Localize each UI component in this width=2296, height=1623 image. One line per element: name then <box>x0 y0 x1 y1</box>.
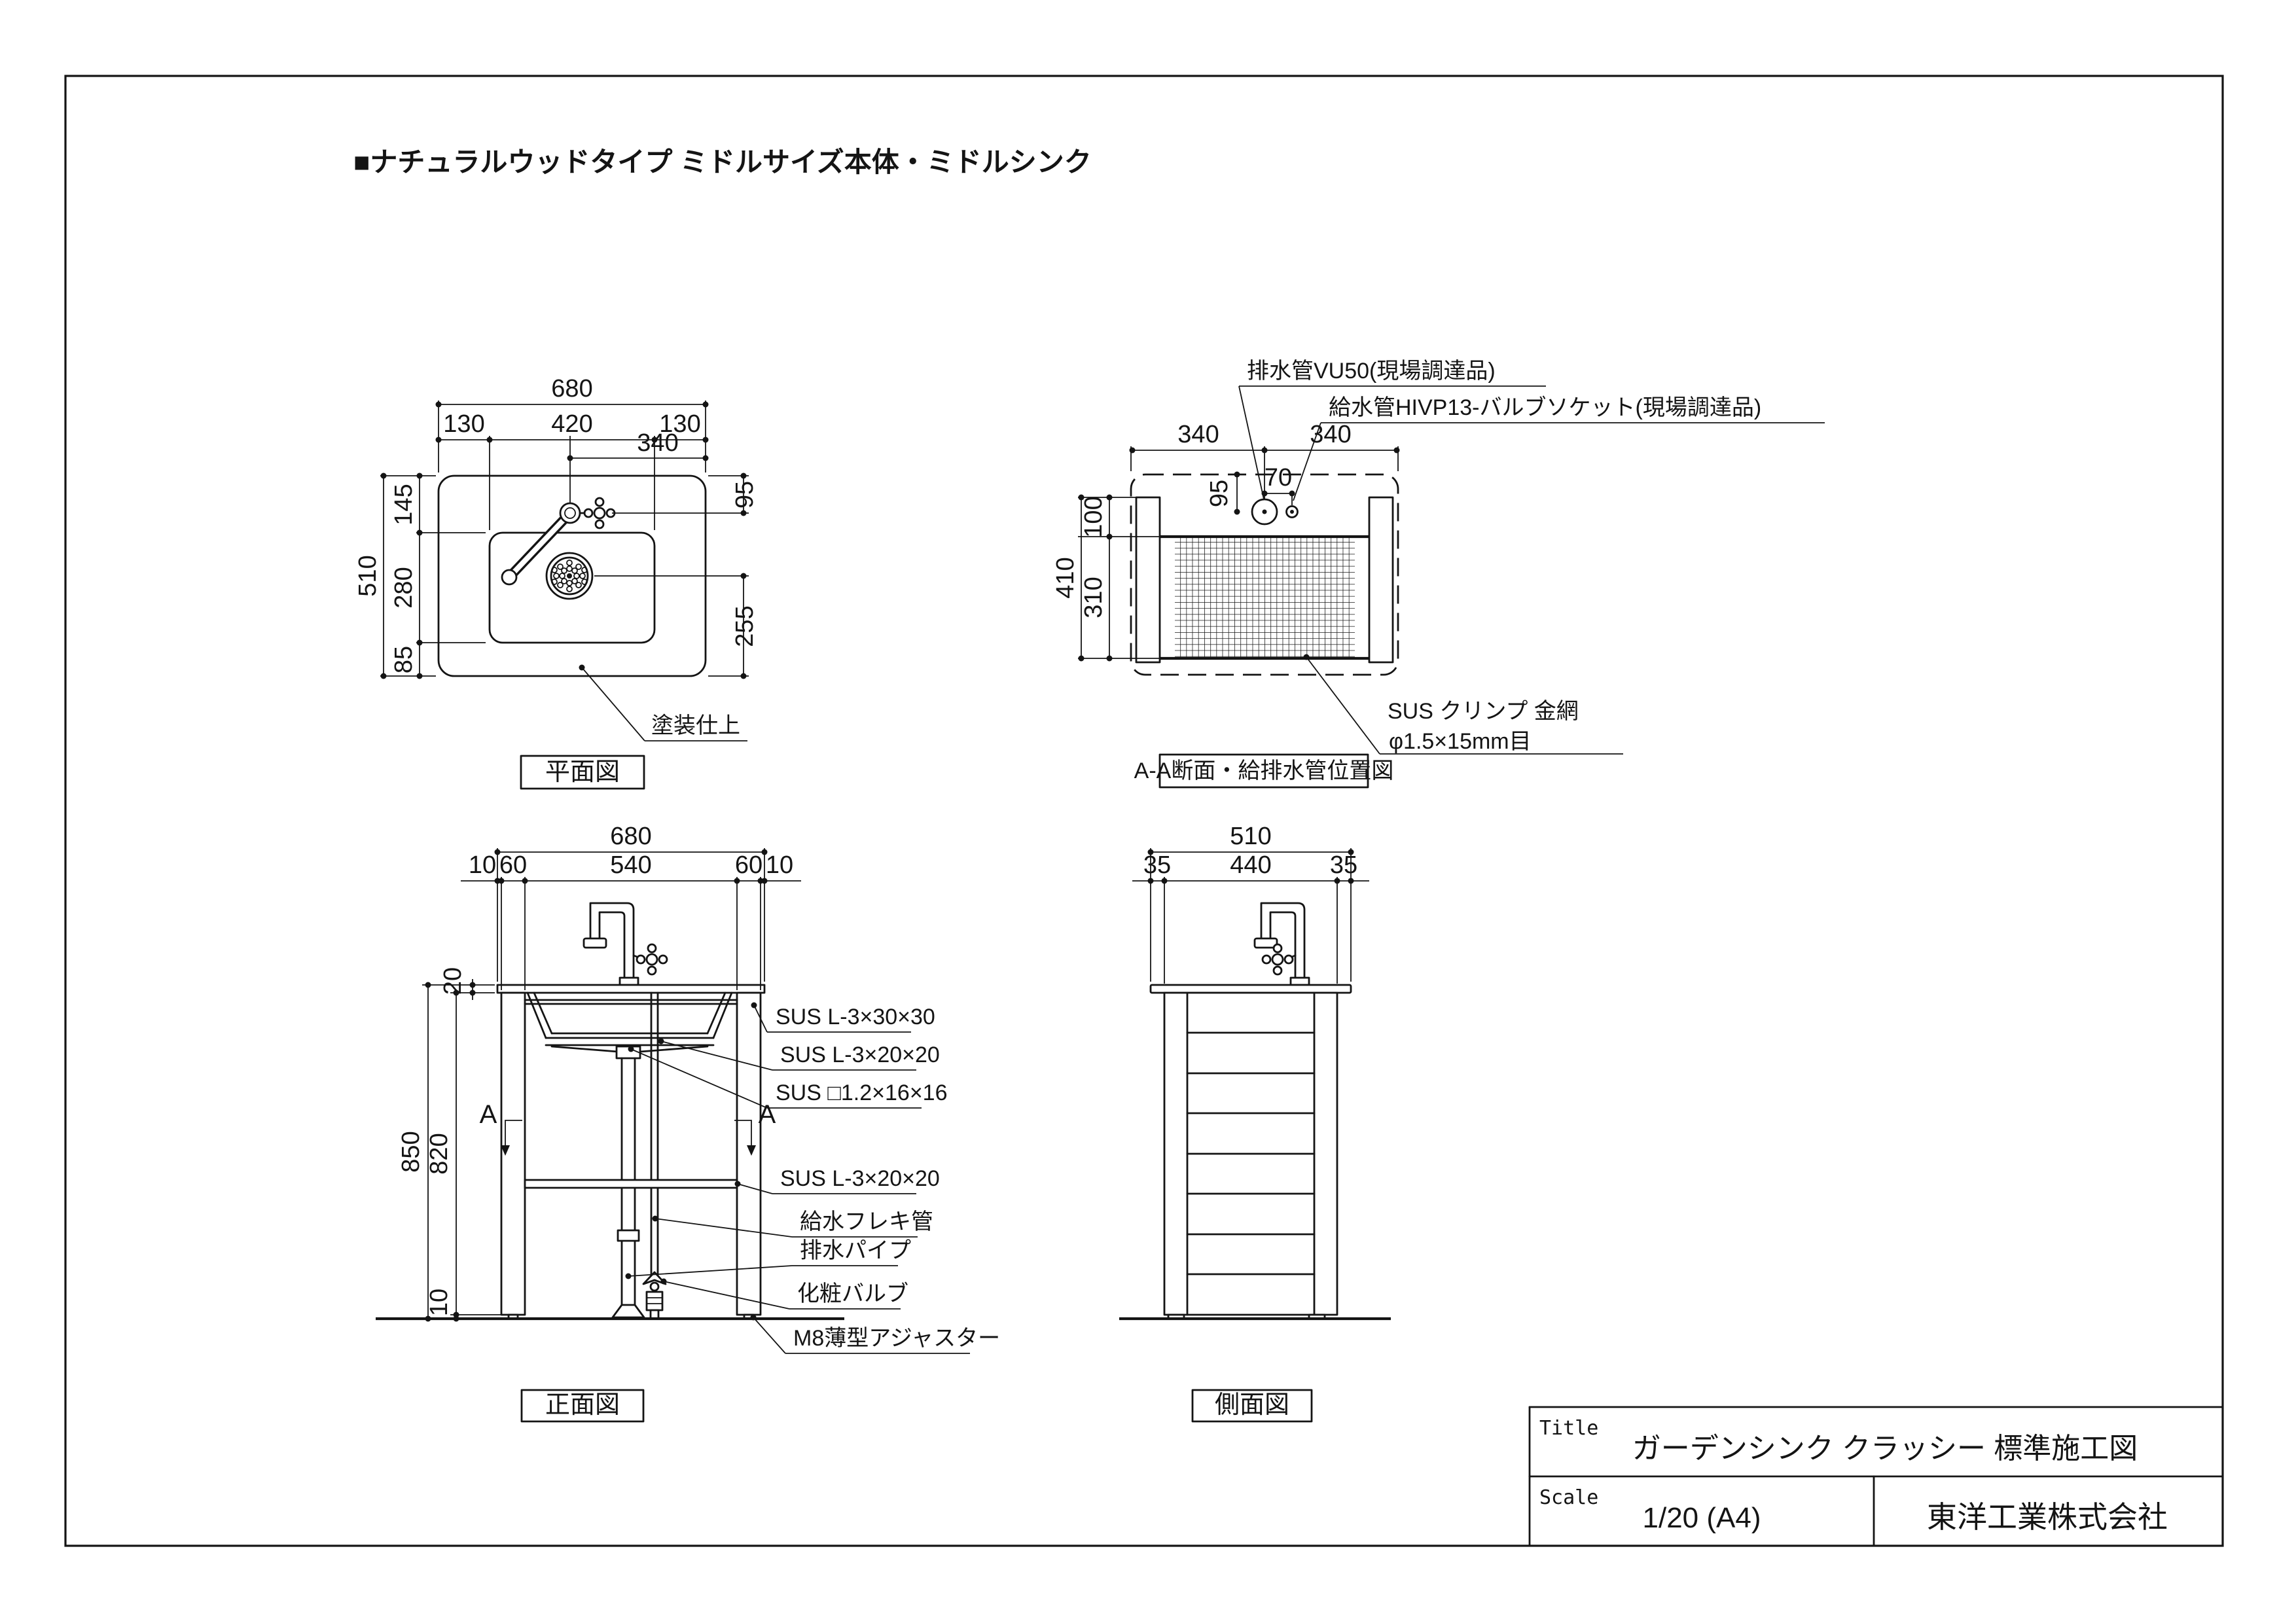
section-caption: A-A断面・給排水管位置図 <box>1134 753 1394 789</box>
front-view: A A <box>376 823 1000 1423</box>
front-caption: 正面図 <box>520 1389 645 1423</box>
front-dim-680: 680 <box>610 823 651 850</box>
section-caption-text: A-A断面・給排水管位置図 <box>1134 758 1394 783</box>
plan-dim-130-right: 130 <box>659 410 700 438</box>
front-dim-60-right: 60 <box>735 851 762 879</box>
plan-dimensions: 680 130 420 130 340 510 145 280 85 95 25… <box>354 375 759 679</box>
section-dim-340-left: 340 <box>1177 421 1219 448</box>
section-dim-70: 70 <box>1265 464 1292 491</box>
side-caption: 側面図 <box>1191 1389 1313 1423</box>
front-label-rail-sink: SUS L-3×20×20 <box>780 1043 940 1067</box>
front-faucet <box>583 902 668 986</box>
plan-dim-95: 95 <box>731 481 759 508</box>
side-faucet-handle <box>1261 943 1294 976</box>
page-heading: ■ナチュラルウッドタイプ ミドルサイズ本体・ミドルシンク <box>353 147 1092 177</box>
plan-finish-label: 塗装仕上 <box>651 713 740 738</box>
plan-dim-130-left: 130 <box>443 410 484 438</box>
plan-faucet-handle <box>583 497 616 529</box>
plan-dim-280: 280 <box>390 567 418 608</box>
section-post-right <box>1368 496 1394 664</box>
section-dim-100: 100 <box>1080 496 1107 537</box>
front-dim-850: 850 <box>397 1131 425 1172</box>
section-supply-label: 給水管HIVP13-バルブソケット(現場調達品) <box>1329 395 1761 420</box>
front-structure: A A <box>376 902 844 1321</box>
side-slats <box>1186 1031 1316 1275</box>
front-label-rail-top: SUS L-3×30×30 <box>776 1005 935 1029</box>
company-name: 東洋工業株式会社 <box>1927 1500 2168 1534</box>
page-border <box>64 75 2224 1547</box>
scale-value: 1/20 (A4) <box>1643 1502 1761 1534</box>
section-dim-95: 95 <box>1206 480 1233 507</box>
front-section-mark-right: A <box>759 1100 776 1129</box>
plan-dim-510: 510 <box>354 555 382 596</box>
side-dimensions: 510 35 440 35 <box>1132 823 1369 984</box>
front-dim-60-left: 60 <box>499 851 527 879</box>
title-block: Title ガーデンシンク クラッシー 標準施工図 Scale 1/20 (A4… <box>1528 1406 2224 1547</box>
front-dimensions: 680 10 60 540 60 10 20 850 820 10 <box>397 823 801 1322</box>
front-dim-540: 540 <box>610 851 651 879</box>
front-dim-10-right: 10 <box>766 851 793 879</box>
side-caption-text: 側面図 <box>1215 1391 1289 1419</box>
title-value: ガーデンシンク クラッシー 標準施工図 <box>1632 1433 2138 1465</box>
plan-caption-text: 平面図 <box>545 758 620 786</box>
plan-dim-680: 680 <box>551 375 592 402</box>
front-section-mark-left: A <box>480 1100 497 1129</box>
section-callouts: 排水管VU50(現場調達品) 給水管HIVP13-バルブソケット(現場調達品) … <box>1238 359 1825 755</box>
front-shelf-rail <box>524 1179 738 1189</box>
front-callouts: SUS L-3×30×30 SUS L-3×20×20 SUS □1.2×16×… <box>625 1002 1000 1354</box>
front-supply-pipe <box>650 991 659 1279</box>
title-label: Title <box>1539 1417 1598 1440</box>
plan-dim-340: 340 <box>637 429 678 457</box>
side-view: 510 35 440 35 側面図 <box>1119 823 1391 1423</box>
side-dim-440: 440 <box>1230 851 1271 879</box>
side-structure <box>1119 902 1391 1321</box>
plan-dim-255: 255 <box>731 605 759 647</box>
front-label-valve: 化粧バルブ <box>797 1281 908 1306</box>
section-dimensions: 340 340 95 70 410 100 310 <box>1052 421 1400 662</box>
plan-view: 680 130 420 130 340 510 145 280 85 95 25… <box>354 375 759 790</box>
front-label-tube: SUS □1.2×16×16 <box>776 1080 948 1105</box>
section-structure <box>1130 473 1399 676</box>
front-dim-820: 820 <box>425 1133 453 1174</box>
section-drain-label: 排水管VU50(現場調達品) <box>1247 359 1496 383</box>
front-dim-20: 20 <box>439 967 467 995</box>
front-label-adjuster: M8薄型アジャスター <box>793 1326 1000 1351</box>
front-section-marks: A A <box>480 1100 776 1156</box>
plan-dim-85: 85 <box>390 646 418 673</box>
side-dim-35-front: 35 <box>1143 851 1171 879</box>
scale-label: Scale <box>1539 1486 1598 1509</box>
front-label-supply-flex: 給水フレキ管 <box>800 1209 933 1234</box>
side-faucet <box>1253 902 1310 986</box>
front-leg-right <box>736 991 762 1316</box>
section-dim-310: 310 <box>1080 577 1107 618</box>
front-dim-10-left: 10 <box>469 851 496 879</box>
side-dim-510: 510 <box>1230 823 1271 850</box>
front-label-rail-shelf: SUS L-3×20×20 <box>780 1166 940 1191</box>
plan-finish-callout: 塗装仕上 <box>579 664 747 741</box>
front-top-rail <box>524 999 738 1005</box>
plan-structure <box>437 474 707 677</box>
plan-dim-420: 420 <box>551 410 592 438</box>
front-counter-slab <box>496 984 766 994</box>
section-post-left <box>1135 496 1161 664</box>
section-supply-hole <box>1285 505 1299 518</box>
section-view: 340 340 95 70 410 100 310 排水管VU50(現場調達品)… <box>1052 359 1825 789</box>
section-mesh-label-2: φ1.5×15mm目 <box>1389 729 1532 754</box>
plan-dim-145: 145 <box>390 484 418 525</box>
section-mesh-label-1: SUS クリンプ 金網 <box>1388 699 1579 724</box>
plan-drain-strainer <box>545 552 594 600</box>
side-counter-slab <box>1149 984 1352 994</box>
side-dim-35-back: 35 <box>1330 851 1357 879</box>
section-mesh <box>1175 538 1355 657</box>
section-dim-410: 410 <box>1052 557 1079 598</box>
front-dim-10-adjuster: 10 <box>425 1289 453 1316</box>
front-caption-text: 正面図 <box>545 1391 620 1419</box>
section-drain-hole <box>1251 498 1278 526</box>
front-faucet-handle <box>636 943 668 976</box>
plan-caption: 平面図 <box>520 755 645 790</box>
front-label-drain: 排水パイプ <box>800 1238 911 1263</box>
plan-faucet <box>501 497 616 586</box>
front-sink-bowl <box>526 991 733 1060</box>
